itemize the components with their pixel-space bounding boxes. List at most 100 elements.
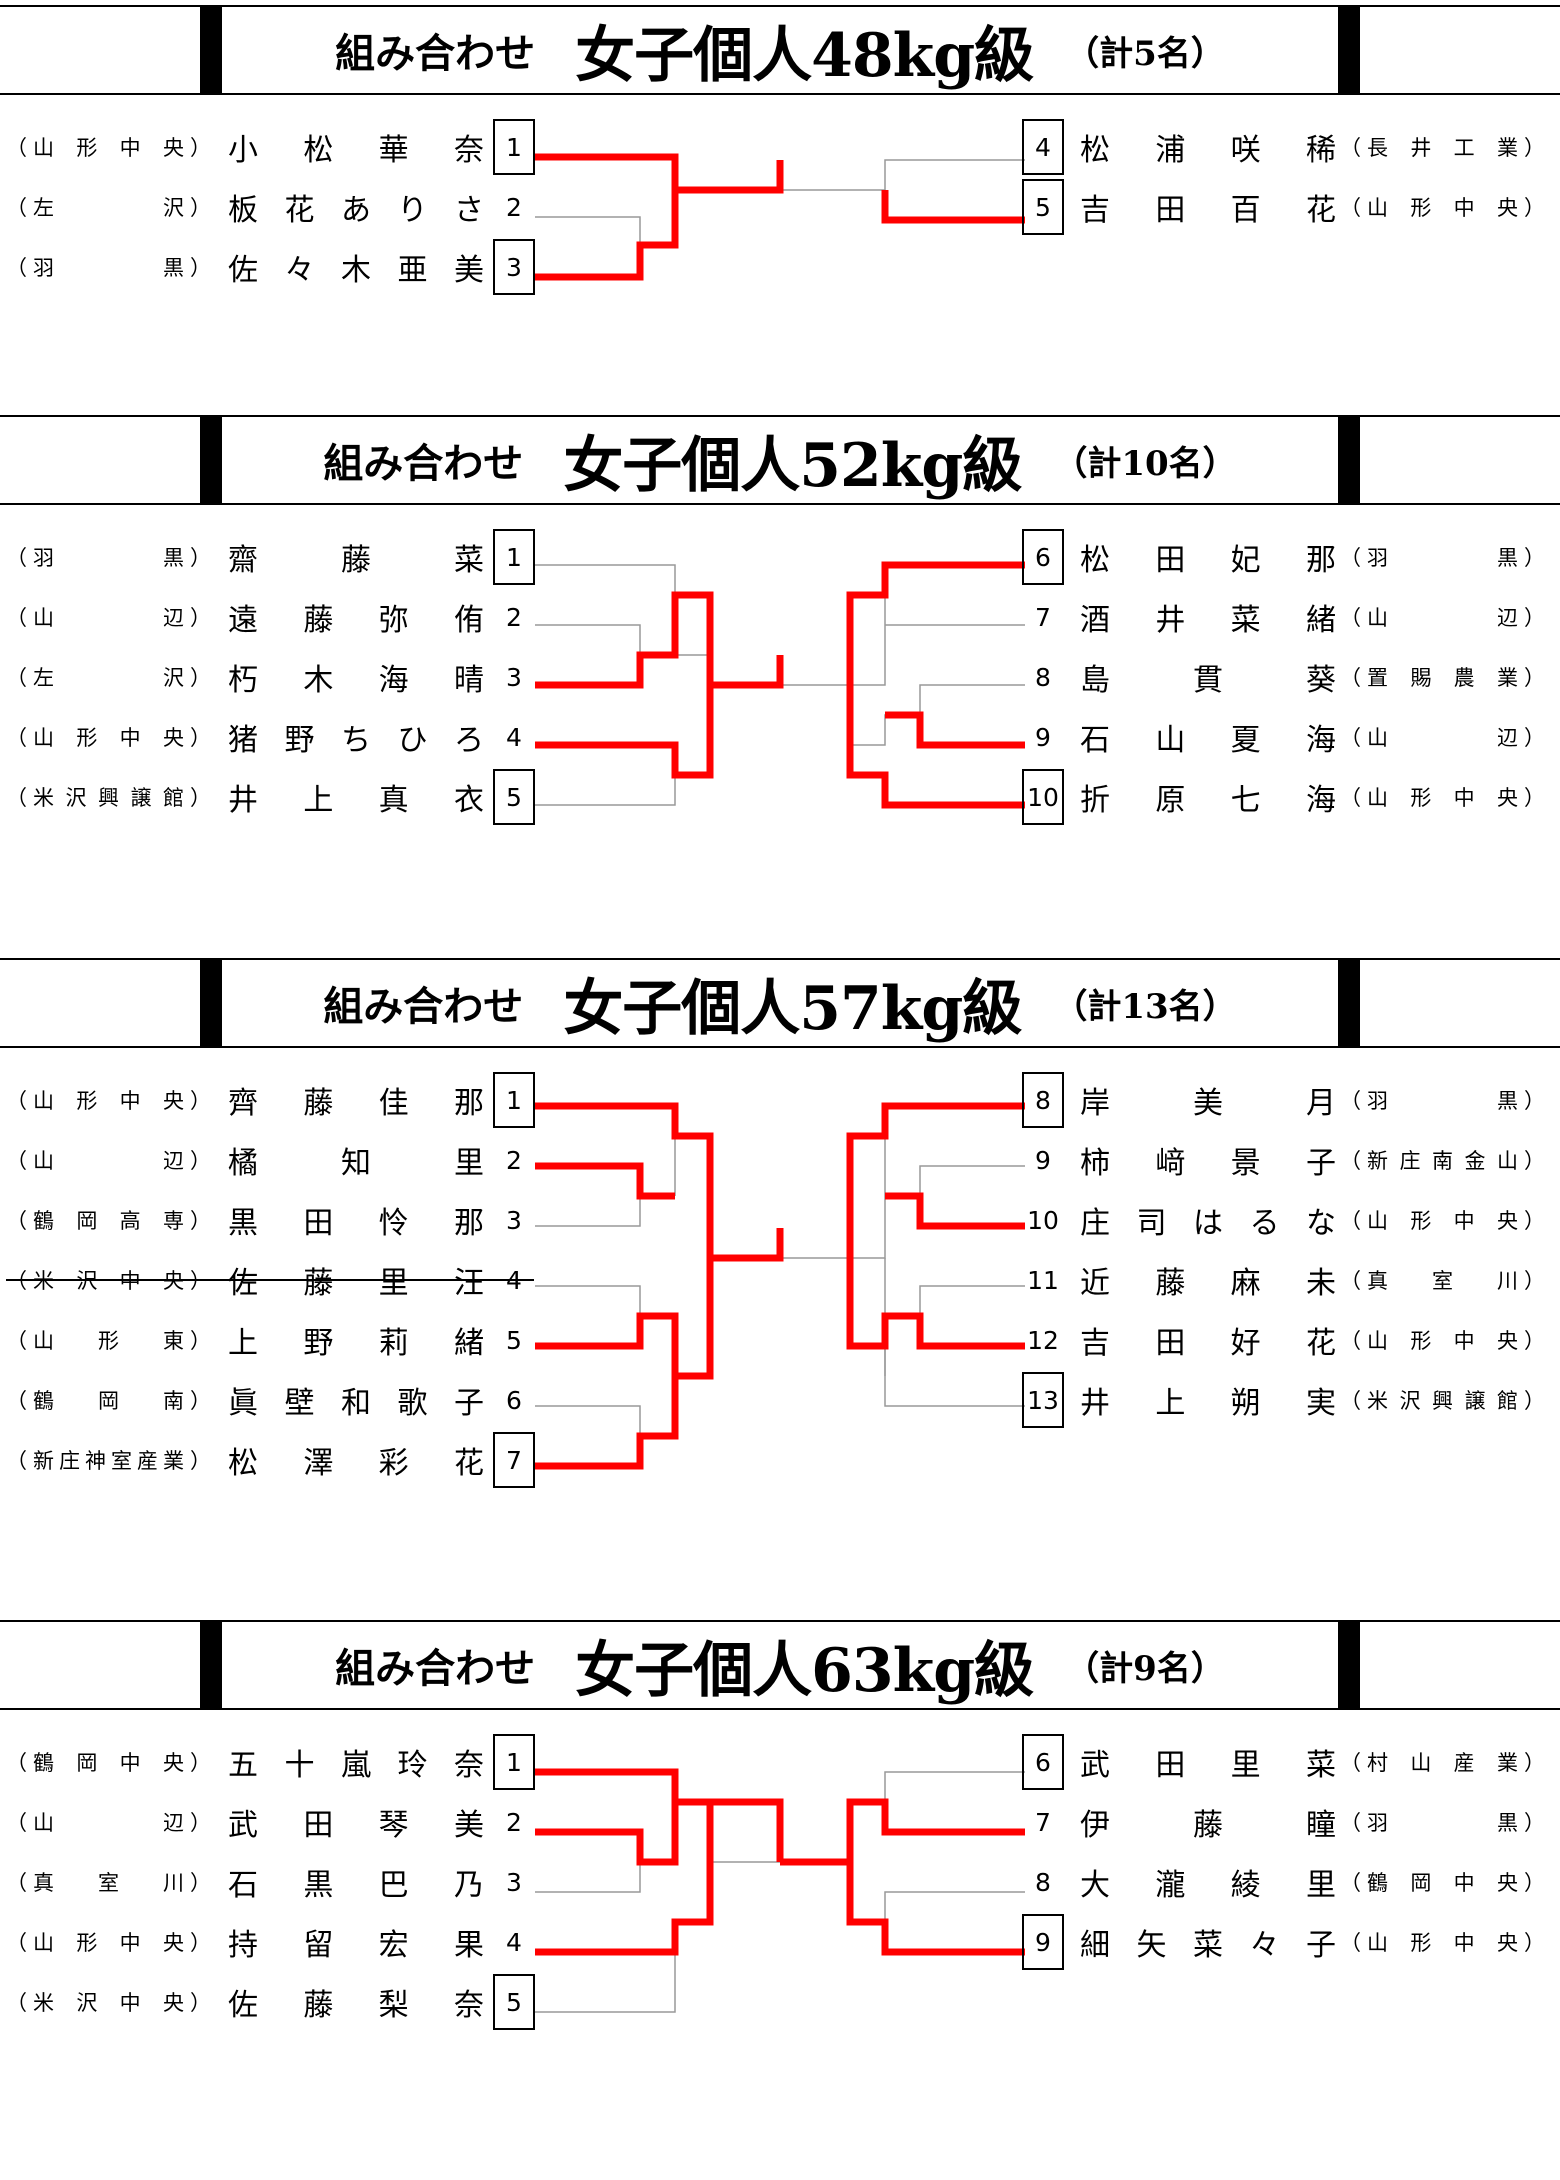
char: 黒 (303, 1868, 334, 1903)
school-text: 米沢興譲館 (27, 782, 190, 812)
char: 黒 (1497, 546, 1518, 570)
bracket-line (849, 1771, 1025, 1862)
bracket-line (780, 159, 1025, 191)
school-text: 羽黒 (27, 252, 190, 282)
seed-number: 5 (506, 1325, 522, 1355)
paren-close: ） (1524, 1389, 1545, 1413)
char: 知 (341, 1146, 371, 1181)
paren-close: ） (190, 606, 211, 630)
seed-number: 1 (493, 529, 535, 585)
winner-path (535, 190, 679, 281)
char: 黒 (163, 256, 184, 280)
school-text: 山形中央 (1361, 1325, 1524, 1355)
char: 室 (1432, 1269, 1453, 1293)
player-name: 井上真衣 (228, 775, 484, 819)
winner-path (846, 1798, 1025, 1862)
char: さ (454, 193, 484, 228)
school-text: 山形中央 (27, 1927, 190, 1957)
seed-number: 12 (1027, 1325, 1059, 1355)
char: 花 (1305, 1326, 1336, 1361)
header-bar-right (1338, 1622, 1360, 1708)
player-name: 岸美月 (1080, 1078, 1336, 1122)
char: 原 (1155, 783, 1186, 818)
school-name: （真室川） (6, 1860, 211, 1904)
char: 乃 (453, 1868, 484, 1903)
section-title: 組み合わせ女子個人48kg級（計5名） (222, 7, 1338, 93)
winner-path (535, 591, 784, 689)
char: 那 (453, 1206, 484, 1241)
char: 奈 (454, 1748, 484, 1783)
header-bar-right (1338, 417, 1360, 503)
school-text: 米沢中央 (27, 1987, 190, 2017)
char: 庄 (59, 1449, 80, 1473)
char: 山 (1155, 723, 1186, 758)
bracket-line (885, 1165, 1025, 1197)
char: 田 (1155, 193, 1186, 228)
char: 花 (453, 1446, 484, 1481)
player-name: 松浦咲稀 (1080, 125, 1336, 169)
paren-close: ） (190, 546, 211, 570)
char: 置 (1367, 666, 1388, 690)
char: 吉 (1080, 1326, 1110, 1361)
school-name: （左沢） (6, 185, 211, 229)
paren-open: （ (1340, 1751, 1361, 1775)
paren-open: （ (1340, 136, 1361, 160)
paren-open: （ (1340, 1209, 1361, 1233)
char: 沢 (65, 786, 87, 810)
char: 羽 (1367, 1089, 1388, 1113)
player-name: 猪野ちひろ (228, 715, 484, 759)
char: 岡 (76, 1751, 98, 1775)
player-name: 遠藤弥侑 (228, 595, 484, 639)
char: 真 (33, 1871, 54, 1895)
char: 島 (1080, 663, 1110, 698)
char: 神 (85, 1449, 106, 1473)
seed-number: 9 (1022, 1914, 1064, 1970)
char: 興 (1432, 1389, 1453, 1413)
paren-open: （ (6, 1389, 27, 1413)
paren-close: ） (190, 256, 211, 280)
char: 澤 (303, 1446, 334, 1481)
char: 菜 (1230, 603, 1261, 638)
school-name: （山辺） (6, 1800, 211, 1844)
char: 近 (1080, 1266, 1110, 1301)
char: 咲 (1230, 133, 1261, 168)
seed-number: 3 (506, 1867, 522, 1897)
char: 松 (303, 133, 334, 168)
paren-close: ） (190, 1329, 211, 1353)
seed-number: 8 (1035, 662, 1051, 692)
bracket-line (885, 1285, 1025, 1317)
paren-close: ） (1524, 546, 1545, 570)
player-name: 武田里菜 (1080, 1740, 1336, 1784)
player-name: 石黒巴乃 (228, 1860, 484, 1904)
paren-open: （ (1340, 1089, 1361, 1113)
char: 山 (33, 1089, 54, 1113)
paren-open: （ (6, 726, 27, 750)
char: 瞳 (1306, 1808, 1336, 1843)
school-name: （左沢） (6, 655, 211, 699)
paren-close: ） (1524, 1751, 1545, 1775)
char: 佳 (378, 1086, 409, 1121)
char: 里 (378, 1266, 409, 1301)
seed-number: 2 (506, 1807, 522, 1837)
char: 真 (378, 783, 409, 818)
player-name: 吉田百花 (1080, 185, 1336, 229)
char: 鶴 (1367, 1871, 1388, 1895)
paren-open: （ (6, 136, 27, 160)
char: 琴 (378, 1808, 409, 1843)
school-text: 羽黒 (1361, 1807, 1524, 1837)
char: 形 (76, 136, 98, 160)
paren-close: ） (190, 1389, 211, 1413)
title-prefix: 組み合わせ (323, 983, 524, 1030)
bracket-line (535, 685, 711, 776)
char: 細 (1080, 1928, 1110, 1963)
section-title: 組み合わせ女子個人63kg級（計9名） (222, 1622, 1338, 1708)
seed-number: 6 (1022, 1734, 1064, 1790)
school-name: （長井工業） (1340, 125, 1545, 169)
char: 花 (284, 193, 315, 228)
school-text: 山形中央 (27, 132, 190, 162)
paren-open: （ (6, 1329, 27, 1353)
char: 藤 (303, 603, 334, 638)
char: 業 (163, 1449, 184, 1473)
player-name: 齊藤佳那 (228, 1078, 484, 1122)
